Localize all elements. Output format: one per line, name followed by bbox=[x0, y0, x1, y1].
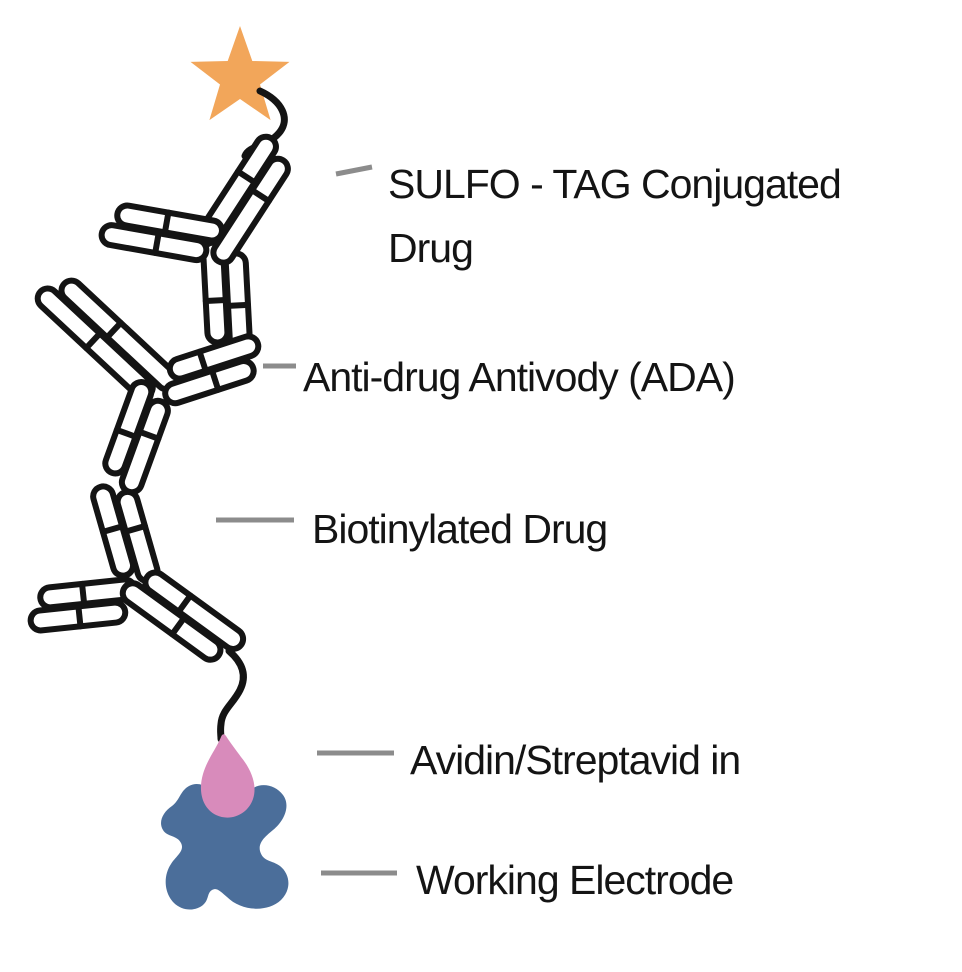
label-sulfo-line2: Drug bbox=[388, 225, 474, 271]
label-sulfo-line1: SULFO - TAG Conjugated bbox=[388, 161, 842, 207]
streptavidin-teardrop-icon bbox=[200, 734, 255, 818]
ada-antibody-icon bbox=[34, 277, 262, 496]
sulfo-tag-star-icon bbox=[190, 26, 290, 121]
working-electrode-blob-icon bbox=[161, 783, 289, 910]
leader-line-sulfo bbox=[335, 164, 373, 177]
label-biotinylated-drug: Biotinylated Drug bbox=[312, 506, 608, 552]
sulfo-drug-antibody-icon bbox=[98, 133, 291, 357]
label-anti-drug-antibody: Anti-drug Antivody (ADA) bbox=[303, 354, 736, 400]
label-avidin-streptavidin: Avidin/Streptavid in bbox=[410, 737, 741, 783]
label-sulfo-tag-conjugated-drug: SULFO - TAG Conjugated Drug bbox=[388, 152, 842, 280]
biotin-linker-line bbox=[217, 647, 247, 743]
label-working-electrode: Working Electrode bbox=[416, 857, 734, 903]
biotin-drug-antibody-icon bbox=[27, 483, 247, 663]
